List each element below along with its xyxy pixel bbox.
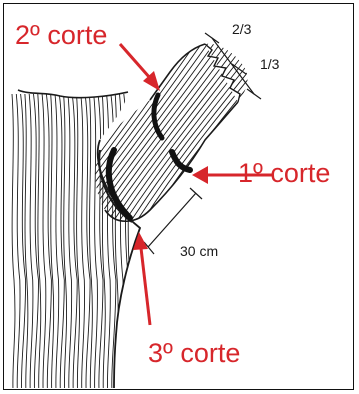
trunk-grain-line [16, 94, 20, 390]
trunk-grain-line [68, 94, 72, 390]
branch-grain-line [151, 50, 291, 235]
two-thirds-label: 2/3 [232, 22, 251, 36]
trunk-grain-line [64, 94, 67, 390]
branch-grain-line [173, 55, 313, 238]
branch-grain-line [179, 56, 319, 238]
distance-label: 30 cm [180, 244, 218, 258]
trunk [12, 90, 140, 390]
trunk-grain-line [25, 94, 28, 390]
branch-grain-line [85, 37, 225, 229]
branch-grain-line [58, 32, 198, 226]
trunk-grain-line [77, 94, 80, 390]
one-third-label: 1/3 [260, 57, 279, 71]
trunk-grain-line [72, 94, 77, 390]
trunk-grain-line [98, 94, 103, 390]
trunk-grain-line [89, 94, 92, 390]
trunk-grain-line [29, 94, 33, 390]
first-cut-mark [172, 152, 190, 170]
trunk-grain-line [55, 94, 59, 390]
trunk-grain-line [51, 94, 54, 390]
branch-grain-line [63, 33, 203, 227]
trunk-grain-line [124, 94, 129, 390]
branch-grain-line [168, 54, 308, 237]
branch-grain-line [52, 30, 192, 225]
trunk-grain-line [59, 94, 64, 390]
trunk-grain-line [38, 94, 41, 390]
trunk-grain-line [94, 94, 98, 390]
trunk-grain-line [12, 94, 15, 390]
third-cut-mark [109, 150, 130, 218]
branch-grain-line [140, 48, 280, 234]
branch-grain-line [190, 58, 330, 239]
first-cut-label: 1º corte [238, 160, 330, 187]
trunk-grain-line [85, 94, 90, 390]
third-cut-label: 3º corte [148, 340, 240, 367]
branch-grain-line [184, 57, 324, 239]
trunk-grain-line [46, 94, 51, 390]
trunk-grain-line [102, 94, 105, 390]
trunk-grain-line [128, 94, 131, 390]
cut-marks [109, 95, 190, 218]
trunk-grain-line [21, 94, 26, 390]
trunk-grain-line [81, 94, 85, 390]
second-cut-label: 2º corte [15, 22, 107, 49]
trunk-grain-line [34, 94, 39, 390]
trunk-grain-line [42, 94, 46, 390]
